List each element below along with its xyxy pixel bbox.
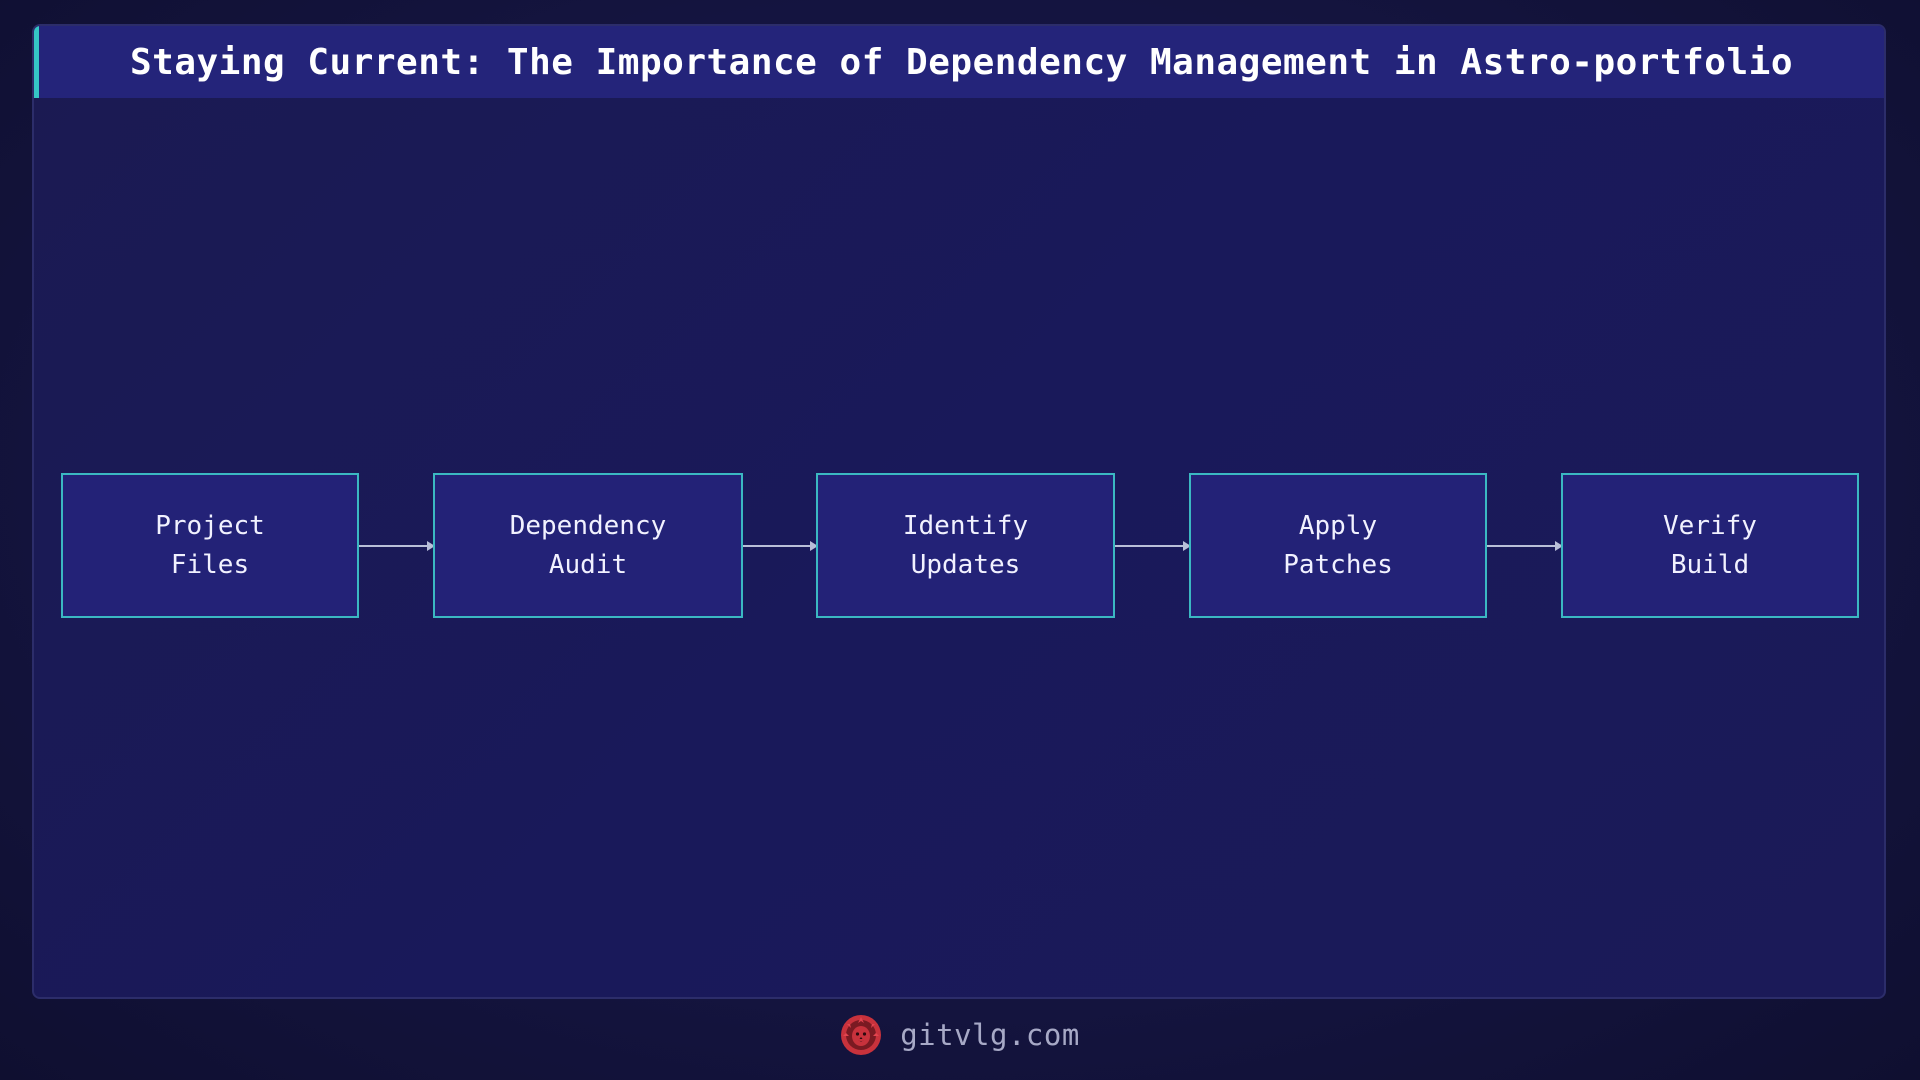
- lion-logo-icon: [841, 1015, 882, 1055]
- node-verify-build: Verify Build: [1561, 473, 1859, 618]
- node-label: Verify Build: [1663, 510, 1757, 580]
- node-label: Apply Patches: [1283, 510, 1393, 580]
- footer: gitvlg.com: [0, 1010, 1920, 1060]
- title-bar: Staying Current: The Importance of Depen…: [34, 26, 1884, 98]
- footer-site-link[interactable]: gitvlg.com: [900, 1018, 1080, 1052]
- page-title: Staying Current: The Importance of Depen…: [129, 41, 1794, 83]
- node-apply-patches: Apply Patches: [1189, 473, 1487, 618]
- node-identify-updates: Identify Updates: [816, 473, 1115, 618]
- node-label: Project Files: [155, 510, 265, 580]
- node-project-files: Project Files: [61, 473, 359, 618]
- node-label: Identify Updates: [902, 510, 1029, 580]
- node-label: Dependency Audit: [509, 510, 667, 580]
- node-dependency-audit: Dependency Audit: [433, 473, 743, 618]
